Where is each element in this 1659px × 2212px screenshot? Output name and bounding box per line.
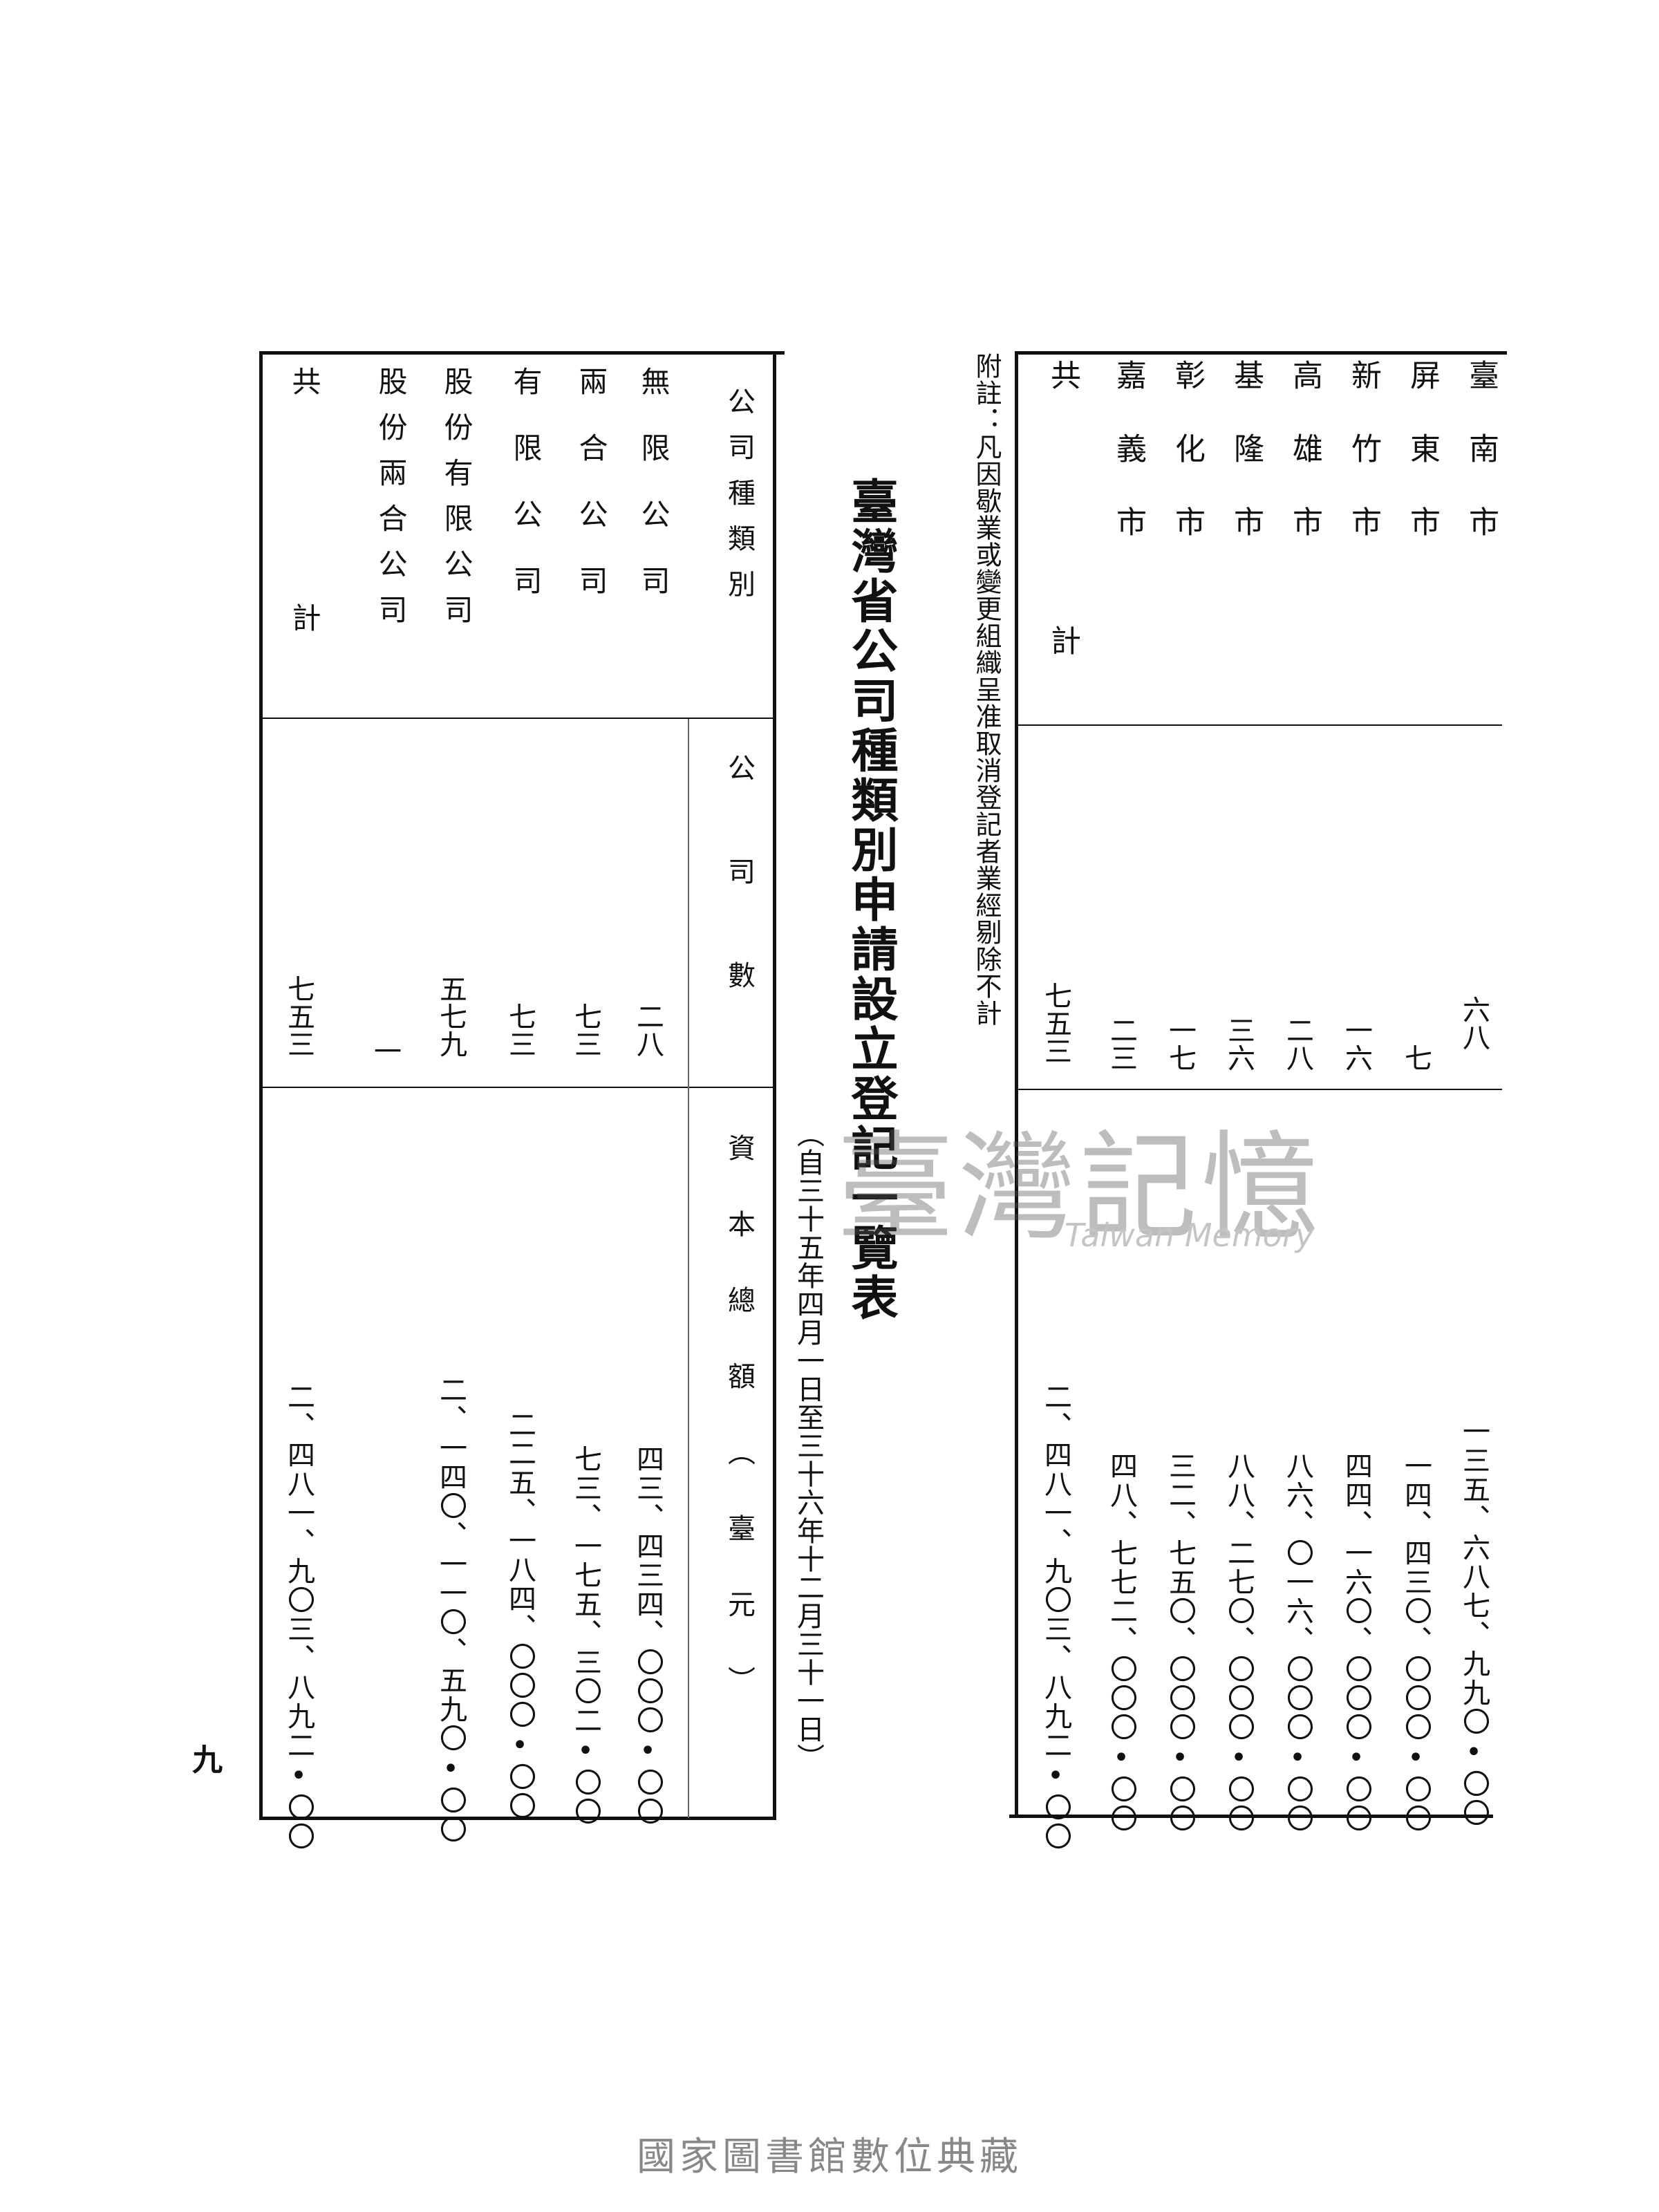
type-count-joint-stock: 五七九 (435, 975, 467, 1058)
city-count-kaohsiung: 二八 (1282, 1016, 1313, 1071)
type-table-header-divider (688, 719, 689, 1818)
page-number: 九 (192, 1743, 223, 1778)
city-table-top-rule (1015, 351, 1507, 355)
city-total-label: 共計 (1045, 359, 1080, 890)
page-title: 臺灣省公司種類別申請設立登記一覽表 (843, 477, 898, 1323)
type-count-limited: 七三 (504, 1002, 536, 1058)
city-capital-changhua: 三二、七五〇、〇〇〇•〇〇 (1164, 1452, 1196, 1833)
city-table-divider-2 (1018, 1089, 1502, 1090)
watermark: 臺灣記憶 Taiwan Memory (836, 1092, 1323, 1262)
header-company-count: 公司數 (723, 753, 755, 1065)
date-range-subtitle: （自三十五年四月一日至三十六年十二月三十一日） (792, 1120, 824, 1772)
header-company-type: 公司種類別 (723, 387, 755, 615)
type-table-right-rule (773, 351, 776, 1820)
type-count-unlimited: 二八 (632, 1002, 664, 1058)
type-total-label: 共計 (288, 366, 321, 839)
type-total-capital: 二、四八一、九〇三、八九二•〇〇 (283, 1382, 315, 1851)
type-total-count: 七五三 (283, 975, 315, 1058)
city-capital-kaohsiung: 八六、〇一六、〇〇〇•〇〇 (1282, 1452, 1313, 1833)
type-capital-unlimited: 四三、四三四、〇〇〇•〇〇 (632, 1445, 664, 1826)
city-name-hsinchu: 新竹市 (1346, 359, 1381, 579)
library-footer: 國家圖書館數位典藏 (637, 2135, 1022, 2180)
city-count-chiayi: 二三 (1105, 1016, 1137, 1071)
city-table-divider-1 (1018, 724, 1502, 726)
city-capital-chiayi: 四八、七七二、〇〇〇•〇〇 (1105, 1452, 1137, 1833)
type-name-stock-partnership: 股份兩合公司 (374, 366, 408, 640)
city-count-tainan: 六八 (1458, 995, 1490, 1051)
city-name-chiayi: 嘉義市 (1111, 359, 1146, 579)
type-name-joint-stock: 股份有限公司 (440, 366, 474, 640)
city-name-changhua: 彰化市 (1170, 359, 1205, 579)
city-table-bottom-rule (1009, 1815, 1493, 1818)
type-capital-joint-stock: 二、一四〇、一一〇、五九〇•〇〇 (435, 1376, 467, 1844)
watermark-english: Taiwan Memory (1065, 1217, 1314, 1254)
city-total-capital: 二、四八一、九〇三、八九二•〇〇 (1040, 1382, 1071, 1851)
header-capital: 資本總額（臺元） (723, 1134, 755, 1742)
footnote: 附註：凡因歇業或變更組織呈准取消登記者業經剔除不計 (971, 353, 1002, 1027)
city-count-changhua: 一七 (1164, 1016, 1196, 1071)
type-table-divider-2 (263, 1087, 773, 1088)
city-count-hsinchu: 一六 (1340, 1016, 1372, 1071)
type-capital-limited: 二二五、一八四、〇〇〇•〇〇 (504, 1410, 536, 1821)
type-table-bottom-rule (259, 1817, 776, 1820)
watermark-logo-text: 臺灣記憶 (836, 1120, 1324, 1257)
type-table-divider-1 (263, 718, 773, 719)
city-table-left-rule (1015, 351, 1018, 1817)
city-name-kaohsiung: 高雄市 (1287, 359, 1322, 579)
city-total-count: 七五三 (1040, 982, 1071, 1065)
city-capital-keelung: 八八、二七〇、〇〇〇•〇〇 (1223, 1452, 1255, 1833)
city-name-tainan: 臺南市 (1463, 359, 1499, 579)
city-name-keelung: 基隆市 (1228, 359, 1264, 579)
city-count-keelung: 三六 (1223, 1016, 1255, 1071)
type-name-limited-partnership: 兩合公司 (574, 366, 608, 632)
type-count-limited-partnership: 七三 (570, 1002, 601, 1058)
city-capital-pingtung: 一四、四三〇、〇〇〇•〇〇 (1400, 1452, 1432, 1833)
type-name-limited: 有限公司 (509, 366, 543, 632)
type-capital-limited-partnership: 七三、一七五、三〇二•〇〇 (570, 1445, 601, 1826)
type-table-left-rule (259, 351, 263, 1820)
type-name-unlimited: 無限公司 (637, 366, 671, 632)
type-table-top-rule (259, 351, 785, 355)
type-count-stock-partnership: 一 (369, 1037, 401, 1065)
city-count-pingtung: 七 (1400, 1044, 1432, 1071)
city-name-pingtung: 屏東市 (1405, 359, 1440, 579)
city-capital-tainan: 一三五、六八七、九九〇•〇〇 (1458, 1417, 1490, 1828)
city-capital-hsinchu: 四四、一六〇、〇〇〇•〇〇 (1340, 1452, 1372, 1833)
